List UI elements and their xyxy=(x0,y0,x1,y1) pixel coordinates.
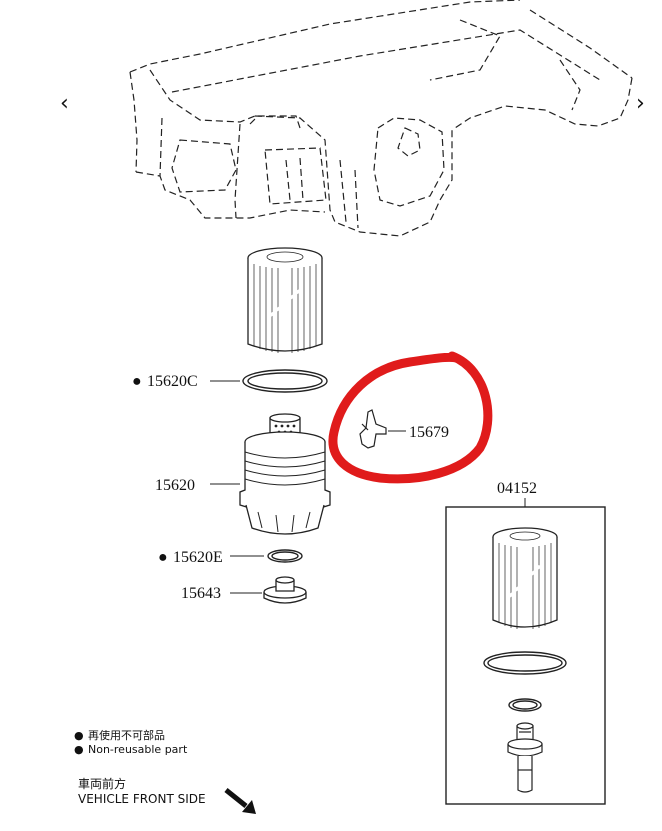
legend-front-jp: 車両前方 xyxy=(78,776,126,791)
legend-non-reusable-jp: 再使用不可部品 xyxy=(88,728,165,742)
part-label-15620: 15620 xyxy=(155,477,195,494)
non-reusable-marker-2: ● xyxy=(158,549,168,566)
legend-marker-1: ● xyxy=(74,729,84,742)
oil-filter-cap-15620 xyxy=(239,413,331,535)
clip-15679 xyxy=(359,409,387,449)
part-label-15643: 15643 xyxy=(181,585,221,602)
oil-filter-element xyxy=(247,247,323,353)
oil-pan-outline xyxy=(129,0,633,237)
part-label-15620e: 15620E xyxy=(173,549,223,566)
non-reusable-marker: ● xyxy=(132,373,142,390)
part-label-04152: 04152 xyxy=(497,480,537,497)
o-ring-15620e xyxy=(267,549,303,563)
kit-drain-bolt xyxy=(507,722,543,793)
kit-filter-element xyxy=(492,527,558,629)
o-ring-15620c xyxy=(242,369,328,393)
nav-prev-icon[interactable]: ‹ xyxy=(60,91,69,116)
legend-front-en: VEHICLE FRONT SIDE xyxy=(78,792,206,806)
kit-box-04152 xyxy=(445,506,606,805)
kit-o-ring-large xyxy=(483,651,567,675)
legend-marker-2: ● xyxy=(74,743,84,756)
part-label-15620c: 15620C xyxy=(147,373,198,390)
nav-next-icon[interactable]: › xyxy=(636,91,645,116)
legend-non-reusable-en: Non-reusable part xyxy=(88,743,188,756)
part-label-15679: 15679 xyxy=(409,424,449,441)
highlight-circle xyxy=(328,351,493,484)
vehicle-front-arrow-icon xyxy=(224,788,256,814)
drain-plug-15643 xyxy=(263,576,307,604)
kit-o-ring-small xyxy=(508,698,542,712)
